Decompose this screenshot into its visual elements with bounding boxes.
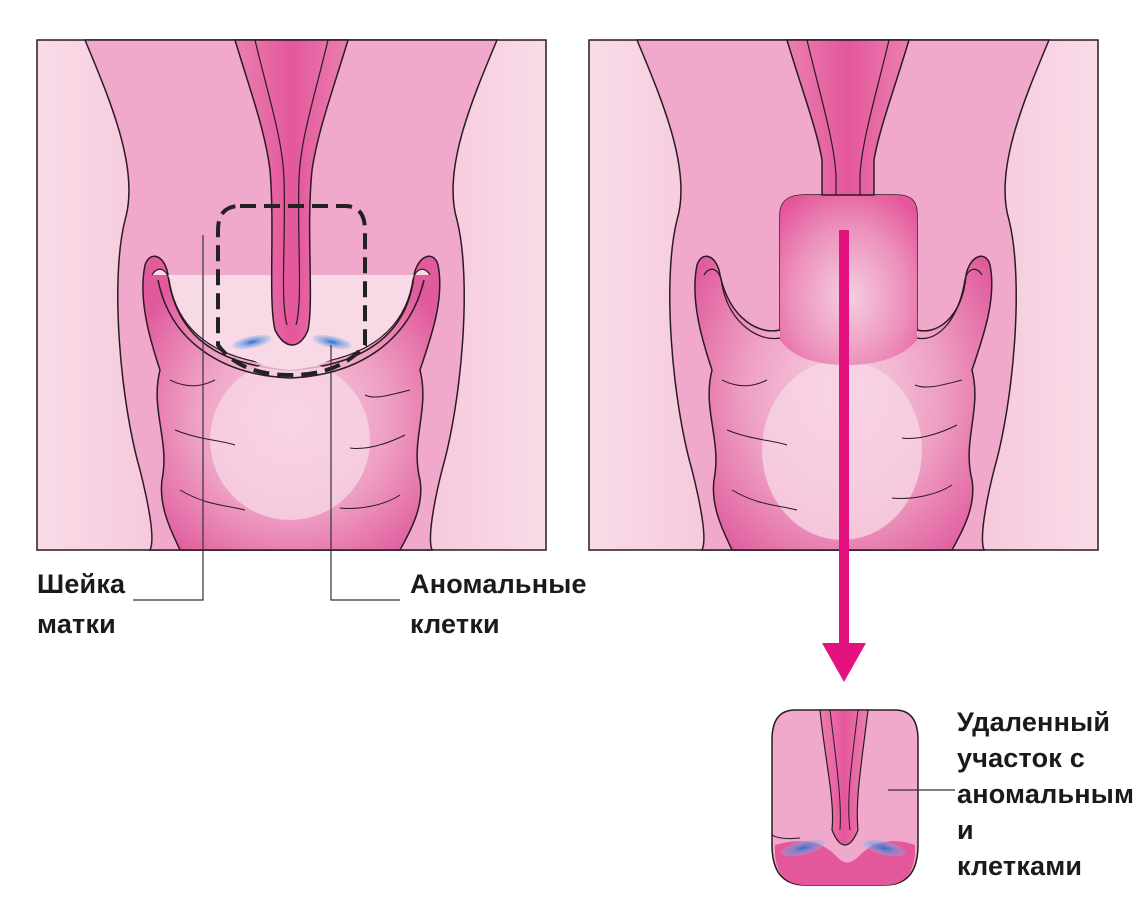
removal-arrow-shaft [839, 230, 849, 645]
abnormal-cells-leader-line [330, 345, 400, 601]
left-panel [36, 39, 547, 601]
left-tissue-highlight [210, 360, 370, 520]
left-cervix-lip [157, 279, 425, 379]
right-cervical-canal [785, 39, 911, 196]
removed-cone-section [771, 709, 955, 886]
removed-abnormal-cells-right [862, 839, 906, 857]
removed-section-label-line5: клетками [957, 851, 1083, 881]
removed-section-label-line3: аномальным [957, 779, 1135, 809]
abnormal-cells-label-line1: Аномальные [410, 569, 587, 599]
removed-section-label-line1: Удаленный [957, 707, 1111, 737]
right-panel [588, 39, 1099, 682]
cervix-label-line2: матки [37, 609, 116, 639]
left-abnormal-cells-right [312, 334, 352, 350]
cervix-label: Шейка матки [37, 566, 125, 642]
left-abnormal-cells-left [232, 334, 272, 350]
removed-abnormal-cells-left [781, 839, 825, 857]
down-arrow-icon [822, 643, 866, 682]
removed-section-label-line2: участок с [957, 743, 1085, 773]
removed-section-label-line4: и [957, 815, 974, 845]
cervix-label-line1: Шейка [37, 569, 126, 599]
left-cervical-canal [233, 39, 350, 346]
abnormal-cells-label: Аномальные клетки [410, 566, 587, 642]
cervix-leader-line [133, 235, 204, 601]
left-dashed-excision-box [216, 204, 367, 378]
removed-cone-canal [819, 709, 869, 846]
removed-section-label: Удаленный участок с аномальным и клеткам… [957, 704, 1134, 884]
abnormal-cells-label-line2: клетки [410, 609, 500, 639]
